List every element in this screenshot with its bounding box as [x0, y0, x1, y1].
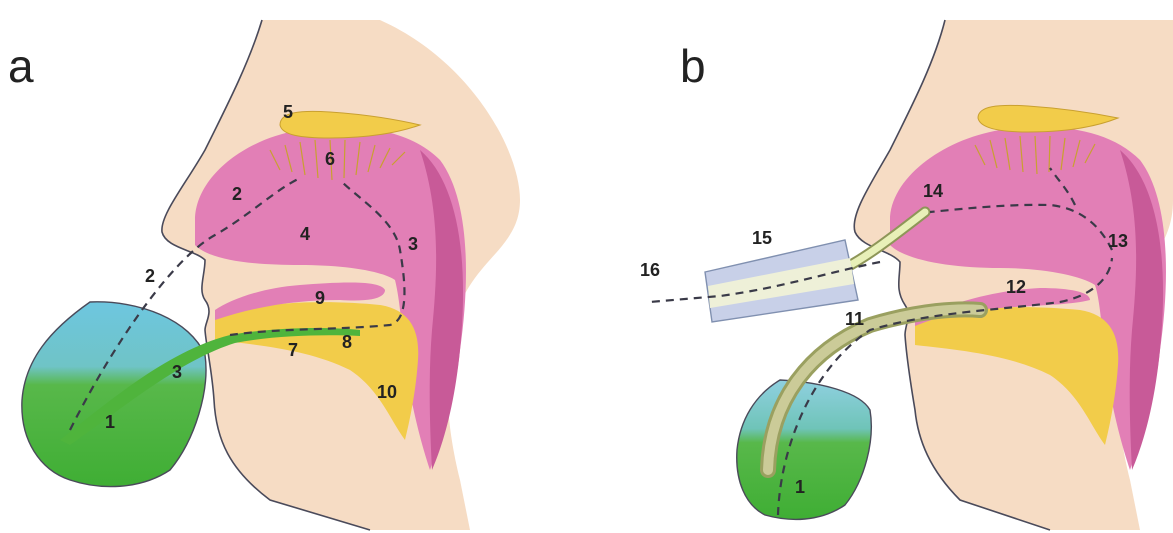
- glass-b: [737, 380, 872, 519]
- panel-a: a 1 2 2 3 3 4 5 6 7 8 9 10: [8, 20, 520, 530]
- label-a-10: 10: [377, 382, 397, 402]
- label-a-7: 7: [288, 340, 298, 360]
- label-b-13: 13: [1108, 231, 1128, 251]
- label-a-2-lower: 2: [145, 266, 155, 286]
- label-b-1: 1: [795, 477, 805, 497]
- label-b-14: 14: [923, 181, 943, 201]
- panel-letter-a: a: [8, 40, 34, 92]
- label-b-11: 11: [845, 309, 864, 329]
- glass-a: [22, 302, 206, 487]
- label-a-9: 9: [315, 288, 325, 308]
- label-a-1: 1: [105, 412, 115, 432]
- label-a-5: 5: [283, 102, 293, 122]
- label-a-8: 8: [342, 332, 352, 352]
- label-a-3-lower: 3: [172, 362, 182, 382]
- label-b-12: 12: [1006, 277, 1026, 297]
- panel-b: b 1 11 12 13 14 15 16: [640, 20, 1173, 530]
- label-a-3-upper: 3: [408, 234, 418, 254]
- head-skin-a: [162, 20, 520, 530]
- label-b-15: 15: [752, 228, 772, 248]
- label-a-6: 6: [325, 149, 335, 169]
- label-b-16: 16: [640, 260, 660, 280]
- label-a-4: 4: [300, 224, 310, 244]
- panel-letter-b: b: [680, 40, 706, 92]
- label-a-2-upper: 2: [232, 184, 242, 204]
